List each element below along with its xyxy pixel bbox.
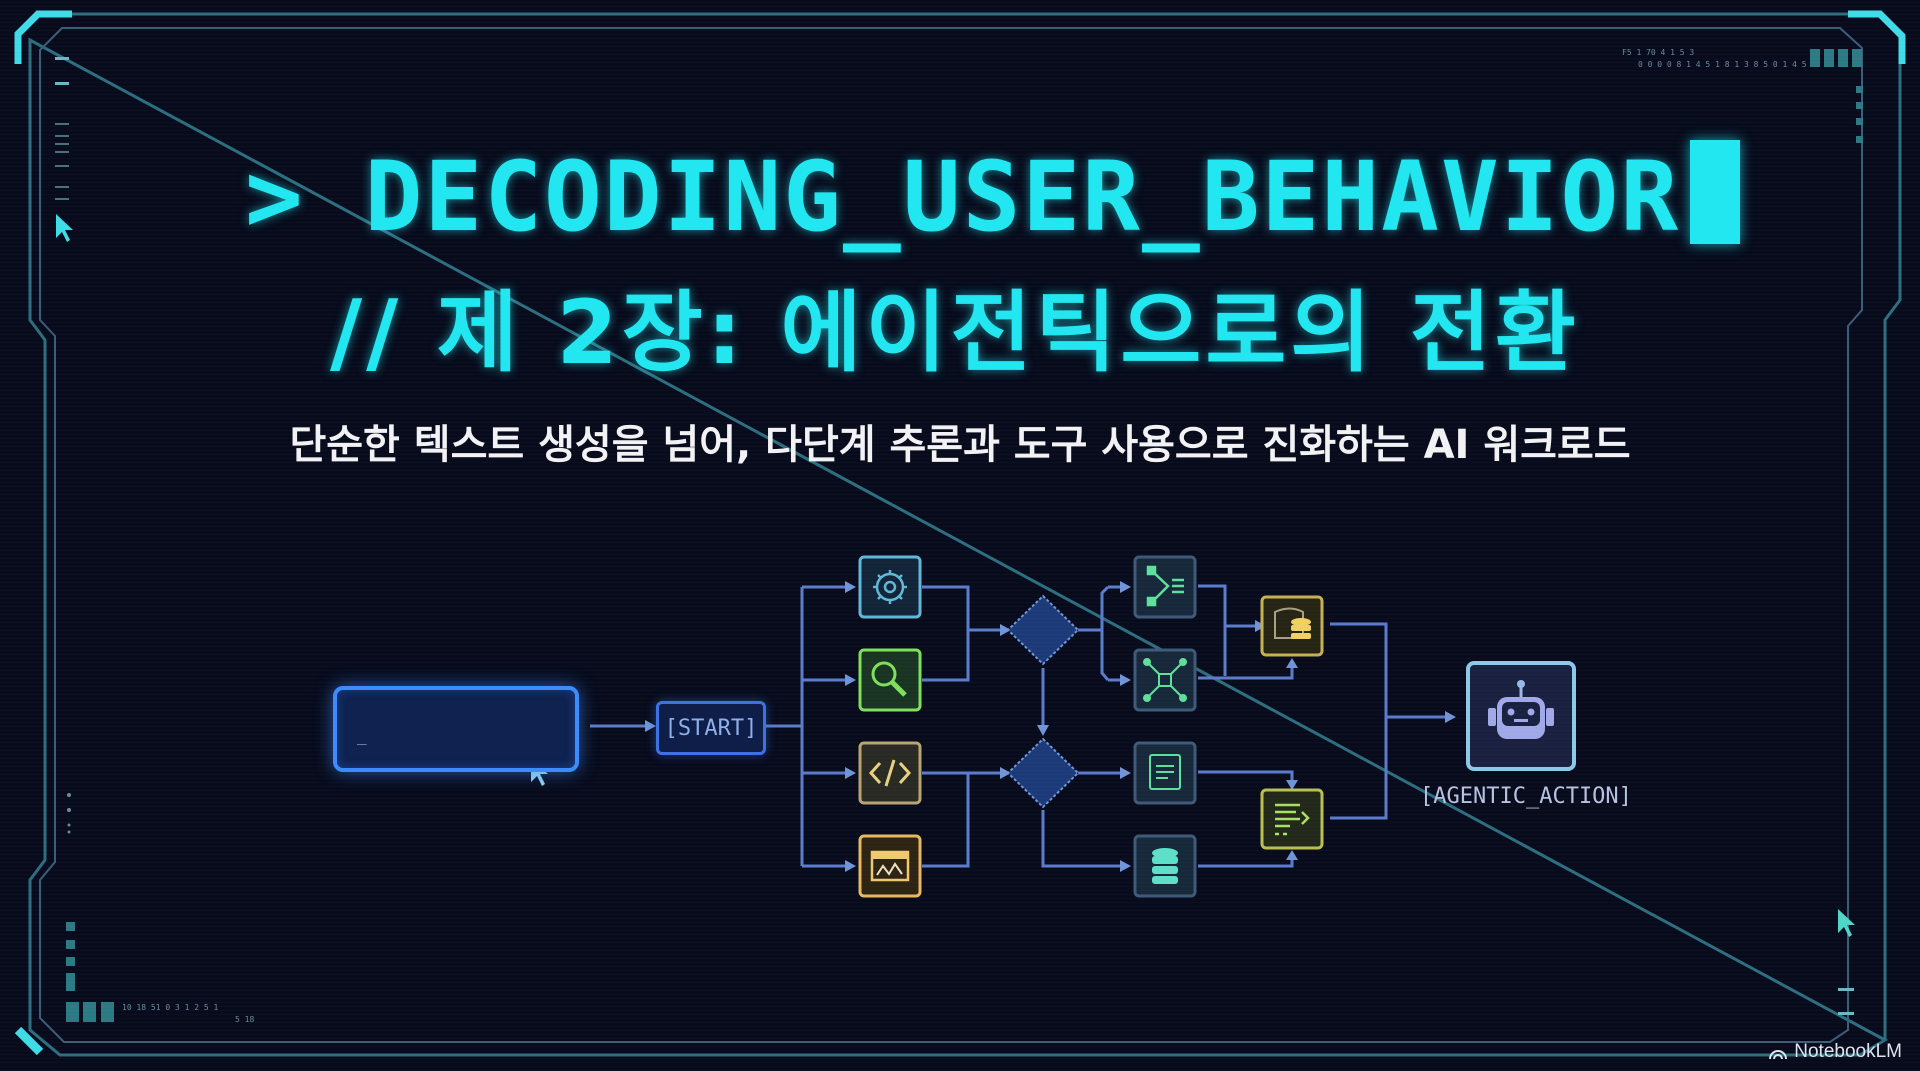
network-hub-icon — [1143, 658, 1187, 702]
svg-text:10 18 51 0 3 1 2 5 1: 10 18 51 0 3 1 2 5 1 — [122, 1003, 219, 1012]
slide-title: > DECODING_USER_BEHAVIOR — [245, 140, 1741, 253]
branch-node-database — [1133, 834, 1197, 898]
input-cursor: _ — [357, 726, 367, 745]
database-stack-icon — [1274, 607, 1311, 639]
merge-node-listfwd — [1260, 788, 1324, 850]
corner-highlight — [14, 10, 72, 64]
branch-node-document — [1133, 741, 1197, 805]
tool-node-gear — [858, 555, 922, 619]
database-icon — [1152, 848, 1178, 884]
pointer-icon — [56, 214, 73, 242]
code-icon — [868, 759, 912, 787]
output-node-label: [AGENTIC_ACTION] — [1420, 784, 1632, 809]
notebooklm-label: NotebookLM — [1794, 1041, 1902, 1062]
search-icon — [871, 661, 907, 697]
branch-list-icon — [1146, 565, 1184, 607]
tool-node-search — [858, 648, 922, 712]
merge-node-database — [1260, 595, 1324, 657]
svg-text:5 18: 5 18 — [235, 1015, 254, 1024]
chapter-heading: // 제 2장: 에이전틱으로의 전환 — [330, 281, 1580, 384]
decision-node — [1006, 594, 1080, 809]
robot-icon — [1488, 680, 1554, 739]
prompt-glyph: > — [245, 141, 305, 253]
output-node-robot — [1466, 661, 1576, 771]
text-cursor-block — [1690, 140, 1741, 244]
prompt-input-node[interactable]: _ — [333, 686, 579, 772]
svg-text:F5 1 70 4 1 5 3: F5 1 70 4 1 5 3 — [1622, 48, 1694, 57]
start-node: [START] — [656, 701, 766, 755]
title-text: DECODING_USER_BEHAVIOR — [364, 141, 1681, 253]
svg-text:0 0 0 0 8 1 4 5 1 8 1 3 8 5 0: 0 0 0 0 8 1 4 5 1 8 1 3 8 5 0 1 4 5 — [1638, 60, 1807, 69]
branch-node-list — [1133, 555, 1197, 619]
tool-node-code — [858, 741, 922, 805]
slide-description: 단순한 텍스트 생성을 넘어, 다단계 추론과 도구 사용으로 진화하는 AI … — [289, 422, 1631, 468]
browser-chart-icon — [870, 850, 910, 882]
notebooklm-logo-icon — [1769, 1050, 1788, 1060]
branch-node-network — [1133, 648, 1197, 712]
tool-node-browser — [858, 834, 922, 898]
notebooklm-watermark: NotebookLM — [1768, 1041, 1902, 1063]
gear-icon — [873, 570, 907, 604]
list-forward-icon — [1275, 803, 1310, 836]
document-icon — [1149, 754, 1181, 790]
